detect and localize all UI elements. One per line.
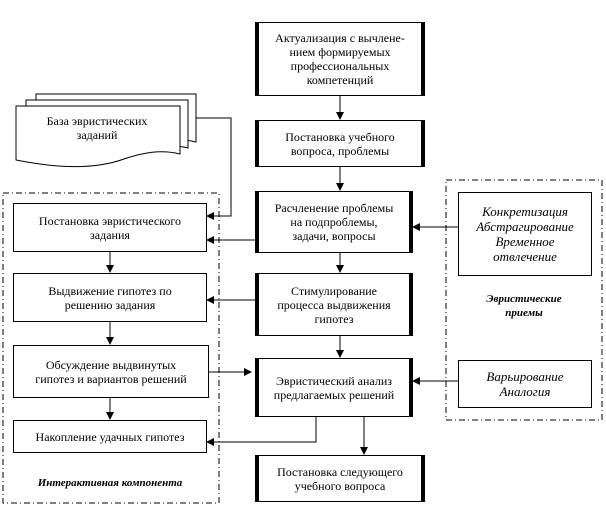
cross-connectors (196, 117, 458, 446)
box-actualization: Актуализация с вычлене- нием формируемых… (255, 22, 425, 96)
heuristic-techniques-frame (445, 179, 603, 421)
central-flow-arrows (336, 96, 368, 455)
box-concretization-techniques: Конкретизация Абстрагирование Временное … (458, 192, 592, 276)
box-problem-decomposition: Расчленение проблемы на подпроблемы, зад… (255, 191, 413, 253)
box-variation-techniques: Варьирование Аналогия (458, 360, 592, 408)
box-next-question: Постановка следующего учебного вопроса (255, 455, 425, 502)
interactive-component-frame (2, 192, 220, 504)
database-label: База эвристических заданий (46, 114, 148, 142)
database-document-icon (15, 93, 197, 168)
box-hypothesis-proposal: Выдвижение гипотез по решению задания (13, 273, 207, 322)
box-problem-statement: Постановка учебного вопроса, проблемы (255, 120, 425, 167)
box-hypothesis-accumulation: Накопление удачных гипотез (13, 420, 207, 453)
box-heuristic-analysis: Эвристический анализ предлагаемых решени… (255, 358, 413, 417)
heuristic-techniques-caption: Эвристические приемы (486, 293, 562, 319)
interactive-component-caption: Интерактивная компонента (37, 477, 183, 489)
box-hypothesis-stimulation: Стимулирование процесса выдвижения гипот… (255, 273, 413, 336)
box-hypothesis-discussion: Обсуждение выдвинутых гипотез и варианто… (13, 345, 209, 398)
box-heuristic-task: Постановка эвристического задания (13, 203, 207, 252)
